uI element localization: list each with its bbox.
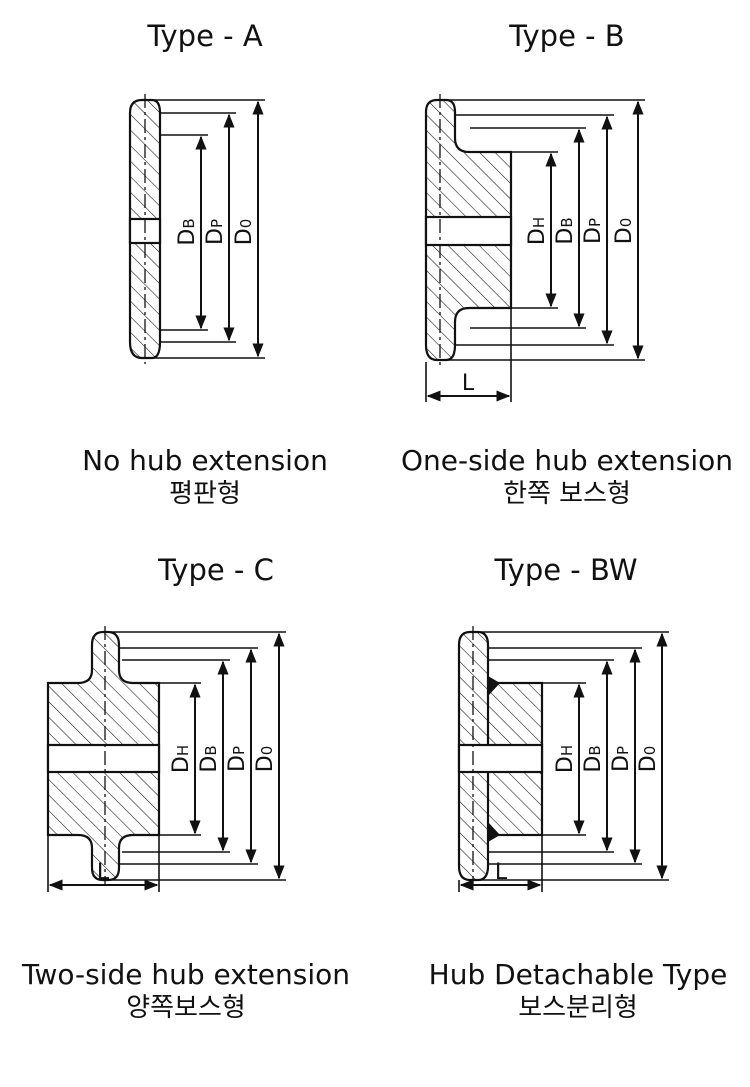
type-bw-drawing: DH DB DP D0 L xyxy=(457,626,669,892)
type-b-bore xyxy=(424,215,513,247)
type-bw-l-label: L xyxy=(495,860,508,885)
type-a-db-label: DB xyxy=(175,218,200,245)
type-b-caption: One-side hub extension xyxy=(401,444,733,477)
type-bw-title: Type - BW xyxy=(493,553,637,587)
type-c-caption: Two-side hub extension xyxy=(21,958,350,991)
type-c-bore xyxy=(46,743,161,774)
type-a-caption: No hub extension xyxy=(82,444,328,477)
panel-type-c: Type - C DH DB DP D0 L T xyxy=(21,553,350,1023)
type-c-l-label: L xyxy=(97,860,110,885)
type-b-dp-label: DP xyxy=(581,218,606,244)
type-b-d0-label: D0 xyxy=(612,218,637,245)
type-c-db-label: DB xyxy=(197,745,222,772)
type-c-drawing: DH DB DP D0 L xyxy=(46,626,286,892)
type-bw-dh-label: DH xyxy=(553,745,578,773)
type-bw-dp-label: DP xyxy=(609,746,634,772)
type-c-caption-korean: 양쪽보스형 xyxy=(126,993,246,1023)
type-a-caption-korean: 평판형 xyxy=(169,479,241,509)
type-b-dh-label: DH xyxy=(525,217,550,245)
type-bw-weld-top xyxy=(488,676,500,696)
panel-type-bw: Type - BW DH DB DP D xyxy=(429,553,728,1023)
type-a-d0-label: D0 xyxy=(232,219,257,246)
type-c-dp-label: DP xyxy=(225,746,250,772)
type-b-l-label: L xyxy=(462,371,475,396)
type-bw-caption: Hub Detachable Type xyxy=(429,958,728,991)
type-a-dp-label: DP xyxy=(203,219,228,245)
type-b-title: Type - B xyxy=(508,19,624,53)
type-b-caption-korean: 한쪽 보스형 xyxy=(503,479,631,509)
panel-type-a: Type - A DB DP D0 No hub extension xyxy=(82,19,328,509)
type-a-drawing: DB DP D0 xyxy=(128,94,265,364)
type-c-d0-label: D0 xyxy=(253,746,278,773)
type-bw-d0-label: D0 xyxy=(636,746,661,773)
type-bw-bore xyxy=(457,743,544,774)
panel-type-b: Type - B DH DB DP D0 xyxy=(401,19,733,509)
type-b-db-label: DB xyxy=(553,217,578,244)
type-bw-db-label: DB xyxy=(581,745,606,772)
type-a-title: Type - A xyxy=(146,19,263,53)
type-b-drawing: DH DB DP D0 L xyxy=(424,94,645,402)
type-bw-caption-korean: 보스분리형 xyxy=(518,993,638,1023)
type-bw-weld-bottom xyxy=(488,822,500,842)
type-c-title: Type - C xyxy=(157,553,274,587)
type-c-dh-label: DH xyxy=(169,745,194,773)
